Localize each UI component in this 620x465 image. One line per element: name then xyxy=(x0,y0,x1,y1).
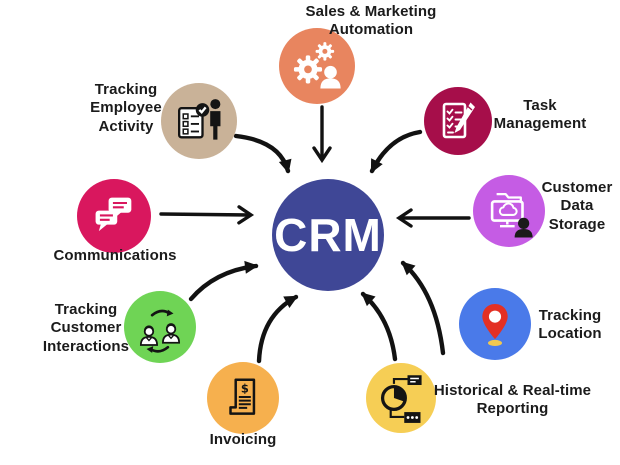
dollar-sign: $ xyxy=(241,381,249,395)
person-silhouette xyxy=(320,65,341,89)
person-silhouette xyxy=(514,217,533,238)
invoicing-label: Invoicing xyxy=(209,431,277,448)
reporting-circle xyxy=(366,363,436,433)
arrow-location-to-crm xyxy=(400,260,446,356)
task-management-label: Task Management xyxy=(493,97,587,133)
invoicing-circle: $ xyxy=(207,362,279,434)
map-pin-icon xyxy=(482,303,508,346)
customer-data-circle xyxy=(473,175,545,247)
sales-marketing-circle xyxy=(279,28,355,104)
arrow-employee-to-crm xyxy=(233,133,292,174)
employee-checklist-icon xyxy=(178,99,221,140)
pen-icon xyxy=(454,102,475,133)
interactions-circle xyxy=(124,291,196,363)
person-right xyxy=(162,323,181,344)
sales-marketing-label: Sales & Marketing Automation xyxy=(305,3,437,39)
employee-activity-label: Tracking Employee Activity xyxy=(90,81,162,135)
arrow-interactions-to-crm xyxy=(188,260,259,302)
task-management-circle xyxy=(424,87,492,155)
communications-circle xyxy=(77,179,151,253)
person-left xyxy=(139,325,158,346)
arrow-task-to-crm xyxy=(369,129,423,174)
gears-person-icon xyxy=(293,42,341,89)
person-silhouette xyxy=(210,99,221,140)
gear-small-icon xyxy=(315,42,335,61)
invoice-receipt-icon: $ xyxy=(229,378,256,415)
people-exchange-icon xyxy=(139,309,181,353)
communications-label: Communications xyxy=(53,247,177,264)
gear-large-icon xyxy=(293,55,323,84)
reporting-label: Historical & Real-time Reporting xyxy=(433,382,592,418)
arrow-reporting-to-crm xyxy=(360,291,398,362)
pin-shadow xyxy=(487,339,503,346)
customer-data-label: Customer Data Storage xyxy=(541,179,613,233)
chat-bubbles-icon xyxy=(95,197,132,232)
check-badge-icon xyxy=(195,103,210,117)
cycle-arrows xyxy=(146,309,174,353)
folder-icon xyxy=(496,193,522,204)
pie-chart-report-icon xyxy=(380,375,422,423)
tracking-location-label: Tracking Location xyxy=(538,307,602,343)
crm-label: CRM xyxy=(274,209,382,261)
speech-bubble-front xyxy=(95,210,118,232)
cloud-icon xyxy=(498,202,518,216)
crm-center-node: CRM xyxy=(272,179,384,291)
employee-activity-circle xyxy=(161,83,237,159)
checklist-pen-icon xyxy=(442,102,475,139)
tracking-location-circle xyxy=(459,288,531,360)
cloud-folder-monitor-icon xyxy=(490,193,533,238)
arrow-communications-to-crm xyxy=(159,205,255,225)
interactions-label: Tracking Customer Interactions xyxy=(42,301,130,355)
arrow-invoicing-to-crm xyxy=(256,294,299,364)
